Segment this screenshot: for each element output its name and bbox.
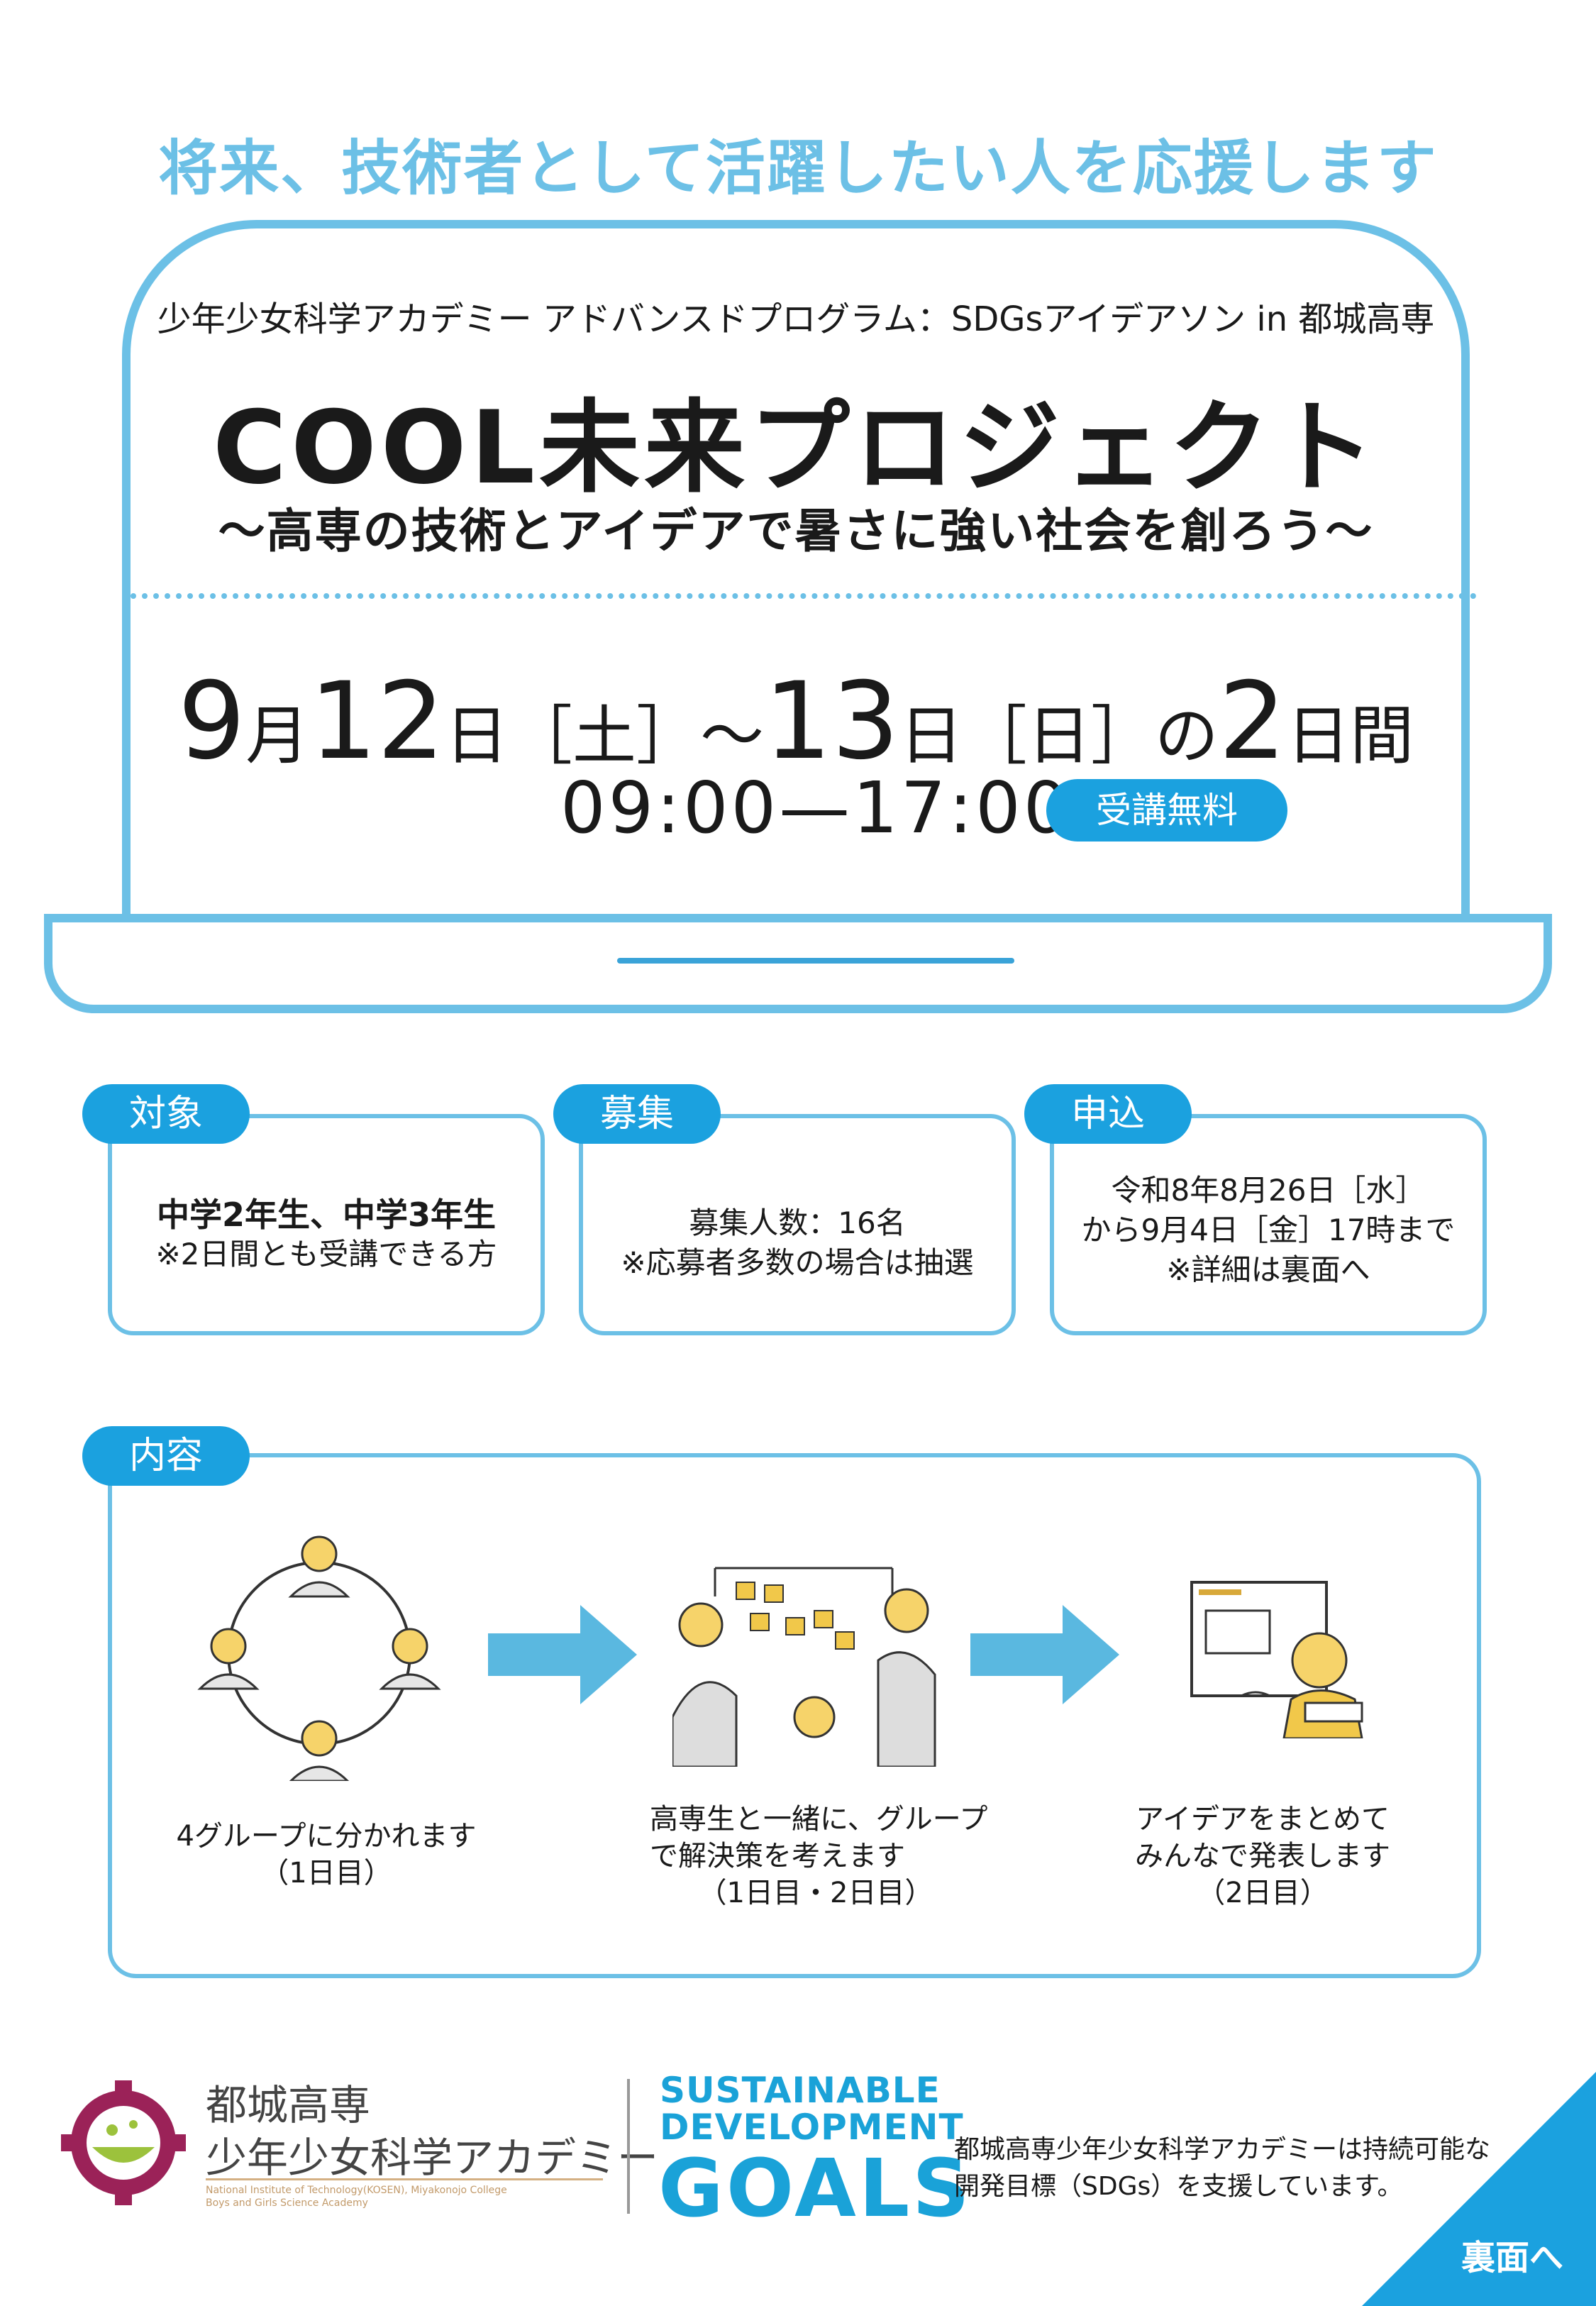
weekday-1: ［土］ [509,699,700,773]
recruit-line-1: 募集人数：16名 [689,1206,906,1240]
day-1: 12 [309,660,445,783]
laptop-base-frame [44,914,1552,1013]
date-tilde: ～ [700,699,764,773]
date-no: の [1154,699,1219,773]
group-circle-illustration [197,1535,441,1781]
day-unit-2: 日 [899,699,963,773]
recruit-label: 募集 [553,1084,721,1144]
presentation-illustration [1190,1581,1363,1738]
recruit-line-2: ※応募者多数の場合は抽選 [621,1245,974,1280]
month-unit-1: 月 [245,699,310,773]
step-2-text: 高専生と一緒に、グループ で解決策を考えます （1日目・2日目） [650,1803,988,1909]
apply-line-3: ※詳細は裏面へ [1166,1252,1370,1287]
page-subtitle: ～高専の技術とアイデアで暑さに強い社会を創ろう～ [218,504,1374,558]
back-page-link[interactable]: 裏面へ [1461,2238,1564,2278]
academy-english-name: National Institute of Technology(KOSEN),… [206,2185,507,2209]
apply-line-1: 令和8年8月26日［水］ [1111,1173,1426,1208]
page-corner [1362,2072,1596,2306]
content-box [108,1453,1481,1978]
target-line-1: 中学2年生、中学3年生 [156,1196,496,1234]
target-line-2: ※2日間とも受講できる方 [155,1237,497,1271]
month-1: 9 [177,660,246,783]
laptop-screen-frame [122,220,1470,929]
content-label: 内容 [82,1426,250,1486]
event-time: 09:00—17:00 [560,766,1072,849]
weekday-2: ［日］ [963,699,1155,773]
step-1-text: 4グループに分かれます （1日目） [176,1820,477,1890]
footer-separator [627,2079,630,2214]
recruit-box: 募集人数：16名 ※応募者多数の場合は抽選 [579,1114,1016,1335]
step-3-text: アイデアをまとめて みんなで発表します （2日目） [1135,1803,1390,1909]
arrow-right-icon [488,1605,637,1704]
day-count: 2 [1218,660,1287,783]
page-title: COOL未来プロジェクト [212,390,1380,507]
academy-name: 都城高専 少年少女科学アカデミー [206,2081,659,2182]
tagline: 将来、技術者として活躍したい人を応援します [158,133,1438,203]
discussion-illustration [672,1567,936,1767]
target-box: 中学2年生、中学3年生 ※2日間とも受講できる方 [108,1114,545,1335]
day-count-unit: 日間 [1286,699,1414,773]
apply-box: 令和8年8月26日［水］ から9月4日［金］17時まで ※詳細は裏面へ [1050,1114,1487,1335]
program-name: 少年少女科学アカデミー アドバンスドプログラム：SDGsアイデアソン in 都城… [157,299,1435,339]
free-badge: 受講無料 [1046,779,1287,842]
target-label: 対象 [82,1084,250,1144]
apply-label: 申込 [1024,1084,1192,1144]
logo-underline [206,2178,603,2180]
event-dates: 9月12日［土］～13日［日］の2日間 [122,660,1470,783]
apply-line-2: から9月4日［金］17時まで [1081,1213,1456,1247]
dotted-divider [131,593,1477,599]
academy-logo-icon [61,2080,186,2205]
sdg-goals-wordmark: GOALS [658,2143,972,2235]
day-unit-1: 日 [445,699,509,773]
sdg-wordmark: SUSTAINABLE DEVELOPMENT [660,2070,964,2148]
laptop-groove [617,958,1014,964]
arrow-right-icon [970,1605,1119,1704]
day-2: 13 [764,660,899,783]
